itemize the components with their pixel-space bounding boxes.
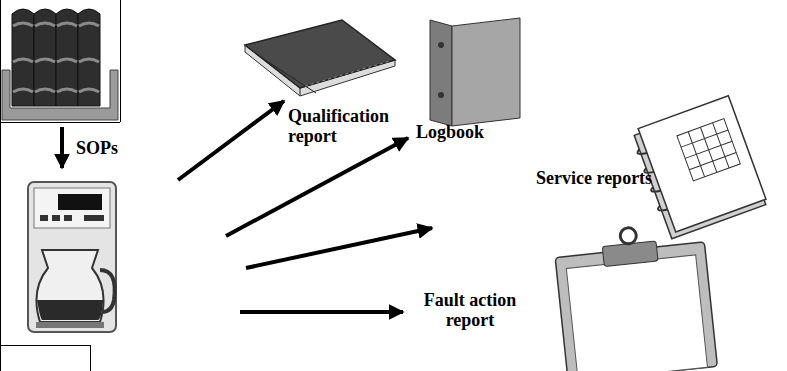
label-text: Logbook <box>416 122 484 142</box>
label-text: Fault action report <box>408 290 532 330</box>
label-text: Service reports <box>536 168 652 188</box>
arrow <box>62 101 432 312</box>
arrow <box>240 310 403 314</box>
frame <box>0 0 121 371</box>
label-text: Qualification report <box>288 106 408 146</box>
notebook-icon <box>630 96 768 240</box>
arrow <box>246 228 432 268</box>
clipboard-icon <box>553 220 718 371</box>
arrow <box>60 127 64 168</box>
arrow <box>178 101 284 180</box>
bookshelf-icon <box>2 9 118 120</box>
label-text: SOPs <box>76 138 118 158</box>
book-icon <box>245 20 395 96</box>
coffee-machine-icon <box>28 182 116 332</box>
binder-icon <box>430 18 520 126</box>
arrow <box>226 138 408 236</box>
